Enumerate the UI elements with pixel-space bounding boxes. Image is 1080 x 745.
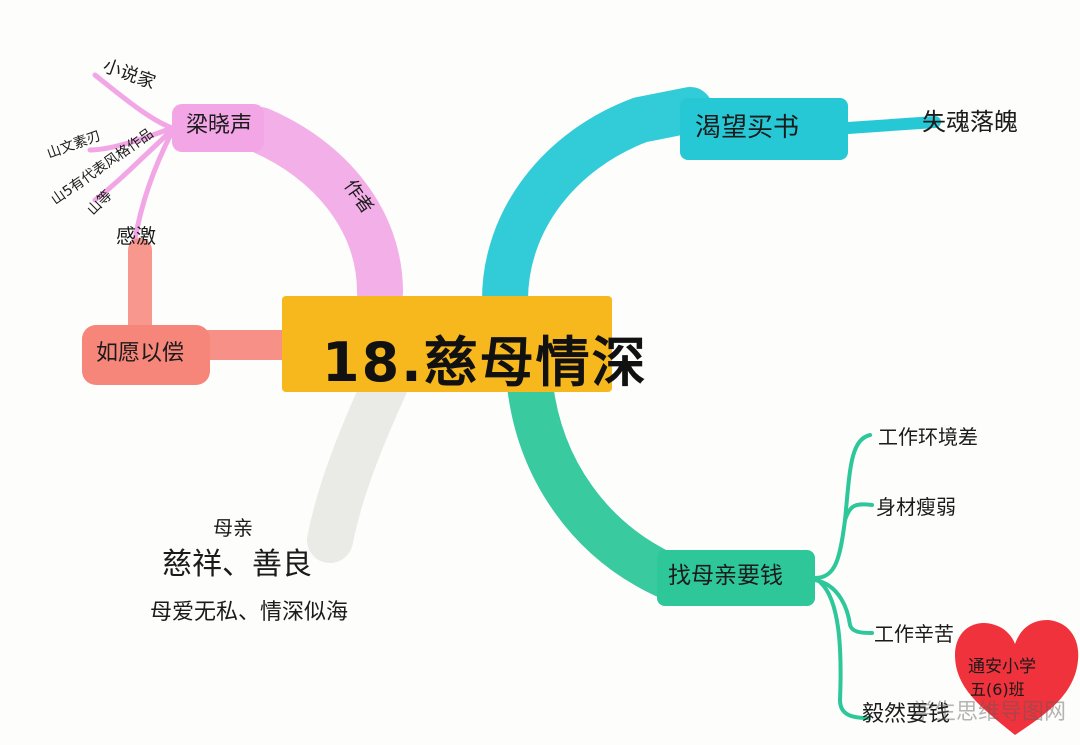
- pink-sub-lines: [87, 72, 175, 243]
- mother-traits: 慈祥、善良: [162, 547, 312, 582]
- central-topic: 18.慈母情深: [322, 331, 648, 394]
- branch-pink-arm: [237, 107, 403, 315]
- heart-stamp: [955, 620, 1079, 735]
- mother-summary: 母爱无私、情深似海: [150, 600, 349, 625]
- branch-cyan-arm: [482, 87, 713, 323]
- branch-label-author: 梁晓声: [186, 113, 253, 138]
- branch-salmon-box: [82, 325, 210, 385]
- branch-teal-box: [657, 550, 815, 606]
- teal-sub-lines: [813, 433, 874, 720]
- leaf-lost-soul: 失魂落魄: [922, 108, 1018, 136]
- stamp-class: 五(6)班: [970, 680, 1025, 699]
- branch-label-find-mother: 找母亲要钱: [668, 563, 783, 589]
- branch-label-wish: 如愿以偿: [96, 341, 185, 366]
- leaf-gratitude: 感激: [116, 224, 156, 248]
- leaf-resolute: 毅然要钱: [862, 702, 951, 727]
- center-box: [282, 296, 612, 392]
- watermark-text: 学生思维导图网: [912, 700, 1067, 725]
- leaf-work-environment: 工作环境差: [878, 425, 978, 449]
- branch-pink-box: [172, 104, 264, 152]
- leaf-thin-body: 身材瘦弱: [876, 495, 956, 519]
- branch-label-thirst: 渴望买书: [695, 113, 800, 143]
- branch-teal-arm: [507, 362, 688, 598]
- mother-heading: 母亲: [213, 516, 253, 540]
- branch-cyan-tail: [842, 116, 941, 134]
- branch-cyan-box: [680, 98, 848, 160]
- branch-grey-arm: [307, 362, 408, 563]
- leaf-hard-work: 工作辛苦: [874, 622, 954, 646]
- stamp-school: 通安小学: [968, 657, 1036, 677]
